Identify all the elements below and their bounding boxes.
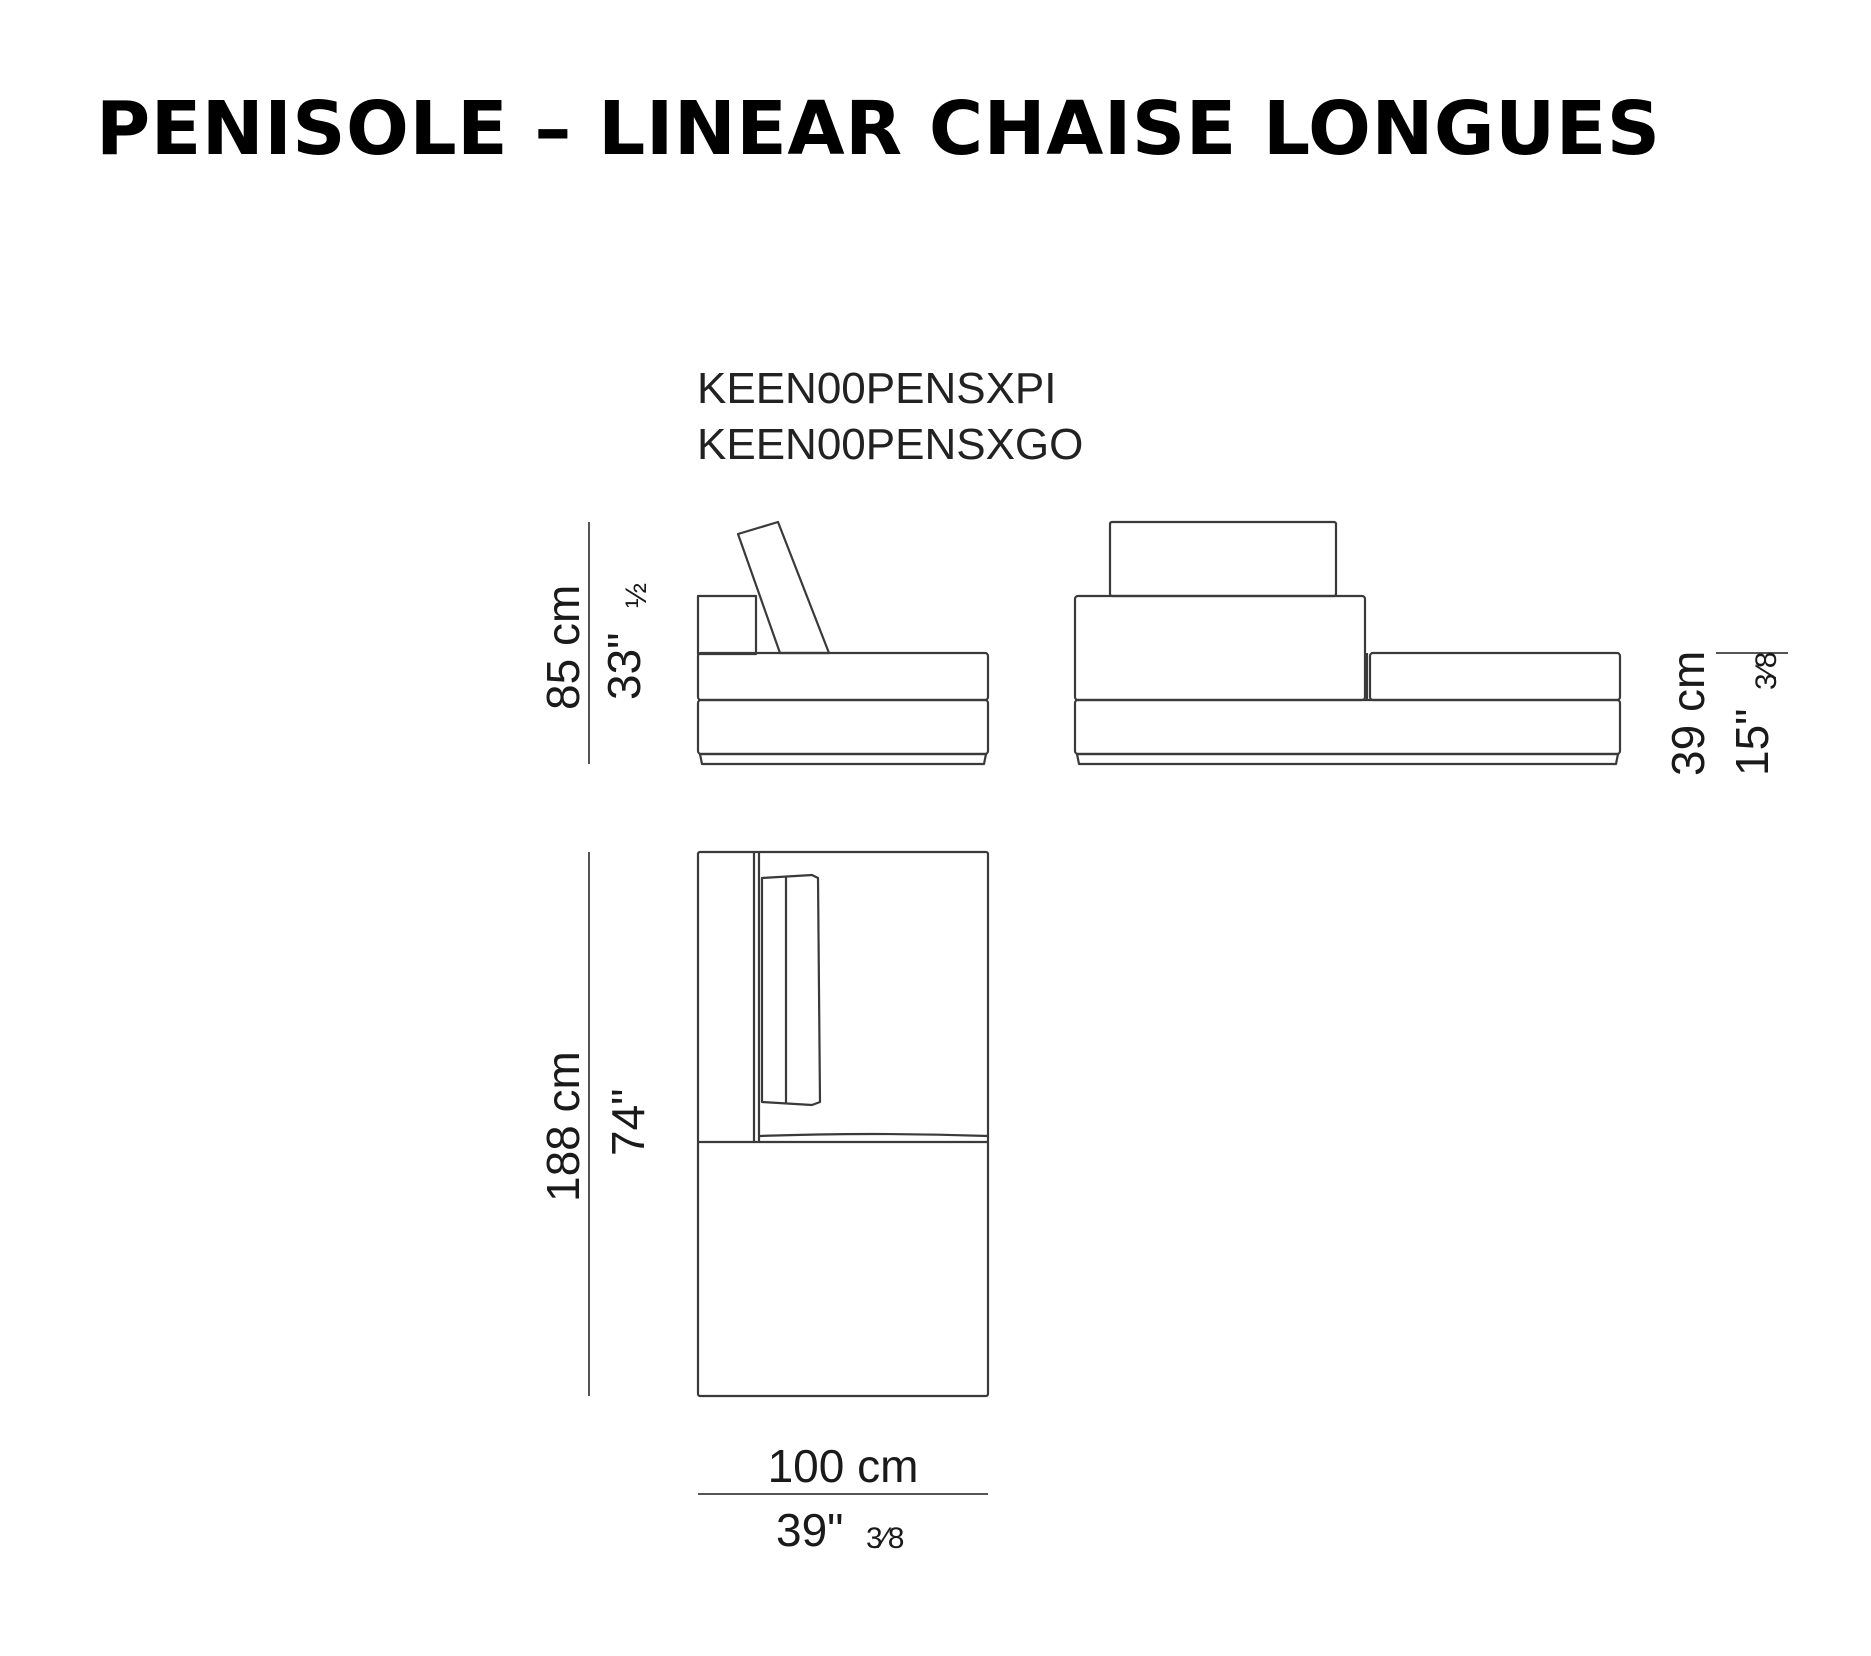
side-plinth <box>698 752 988 766</box>
depth-cm-label: 188 cm <box>537 1051 589 1202</box>
front-base <box>1073 698 1622 756</box>
top-outline <box>696 850 990 1398</box>
product-code-go: KEEN00PENSXGO <box>697 420 1084 469</box>
width-fraction-label: 3⁄8 <box>866 1522 904 1555</box>
top-back-cushion <box>760 873 822 1107</box>
height-fraction-label: ½ <box>620 583 653 608</box>
top-view <box>696 850 990 1398</box>
width-inch-label: 39" <box>776 1504 844 1556</box>
front-seat-cushion <box>1368 651 1622 702</box>
seat-height-inch-label: 15" <box>1726 709 1778 777</box>
front-plinth <box>1075 752 1620 766</box>
seat-height-cm-label: 39 cm <box>1662 651 1714 776</box>
product-code-pi: KEEN00PENSXPI <box>697 364 1057 413</box>
side-view <box>696 520 990 766</box>
front-view <box>1073 520 1622 766</box>
width-cm-label: 100 cm <box>768 1440 919 1492</box>
front-back-cushion <box>1108 520 1338 598</box>
side-back-cushion <box>736 520 831 655</box>
front-armrest-block <box>1073 594 1367 702</box>
side-armrest <box>696 594 758 656</box>
depth-inch-label: 74" <box>602 1089 654 1157</box>
side-base <box>696 698 990 756</box>
height-cm-label: 85 cm <box>537 585 589 710</box>
seat-height-fraction-label: 3⁄8 <box>1750 652 1783 690</box>
top-seat-edge <box>758 1132 989 1138</box>
side-seat-cushion <box>696 651 990 702</box>
height-inch-label: 33" <box>598 633 650 701</box>
page-title: PENISOLE – LINEAR CHAISE LONGUES <box>96 86 1661 172</box>
